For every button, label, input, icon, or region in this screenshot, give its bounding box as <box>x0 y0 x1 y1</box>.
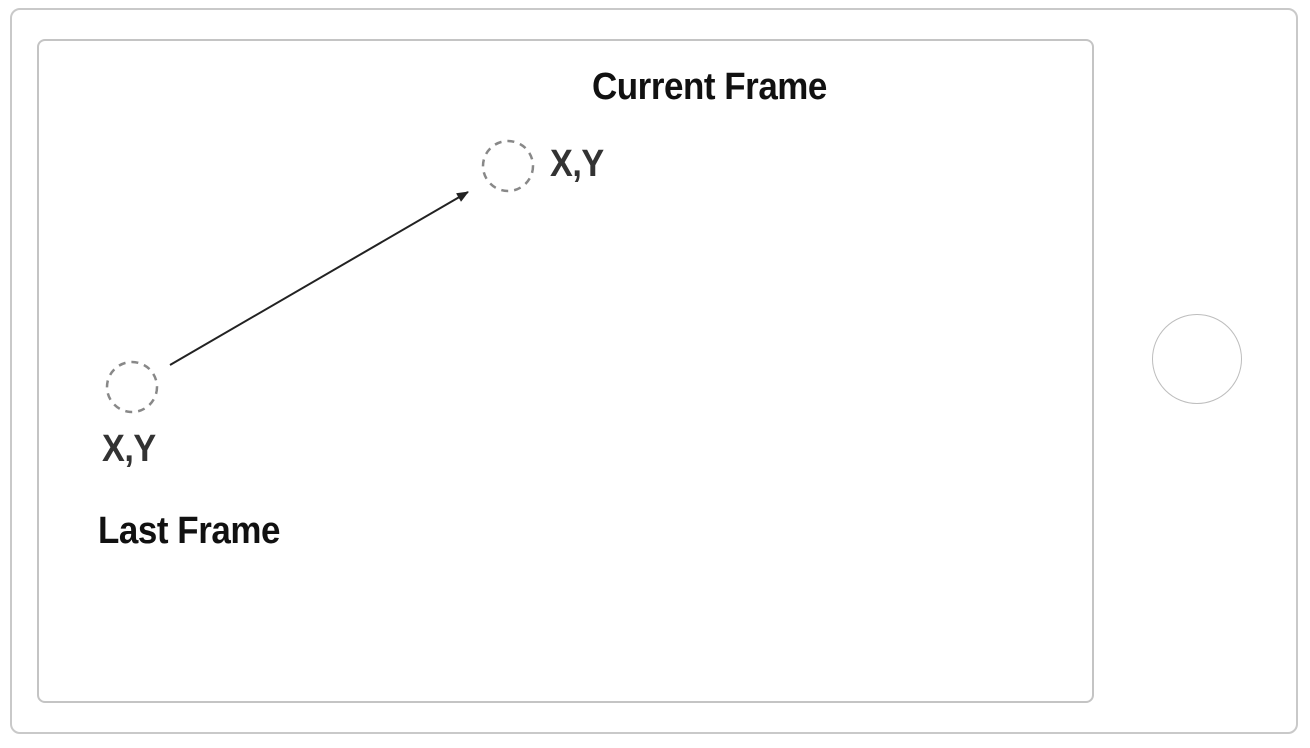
motion-arrow <box>169 191 469 366</box>
current-frame-title: Current Frame <box>592 66 827 108</box>
current-frame-coordinate: X,Y <box>550 143 604 185</box>
last-frame-coordinate: X,Y <box>102 428 156 470</box>
current-frame-point-marker <box>481 139 535 193</box>
last-frame-point-marker <box>105 360 159 414</box>
home-button[interactable] <box>1152 314 1242 404</box>
device-screen <box>37 39 1094 703</box>
last-frame-title: Last Frame <box>98 510 280 552</box>
